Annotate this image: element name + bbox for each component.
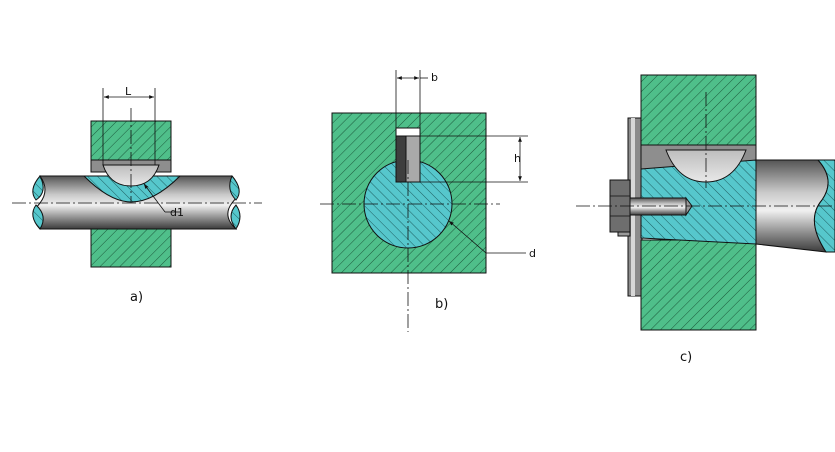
figure-a: L d1 a)	[12, 85, 262, 305]
figure-c: c)	[576, 74, 835, 365]
bolt-tip	[685, 196, 693, 217]
key-body-dark	[395, 135, 407, 183]
leader-d	[448, 220, 487, 254]
hub-lower-block	[640, 239, 757, 331]
figure-b: b h d b)	[320, 70, 536, 332]
shaft-left-end-section	[32, 175, 44, 230]
key-body-light	[405, 135, 421, 183]
dim-label-L: L	[125, 85, 132, 98]
caption-b: b)	[435, 297, 448, 312]
key-clearance	[395, 127, 421, 137]
diameter-label-d: d	[529, 247, 536, 260]
leader-d1	[143, 183, 166, 213]
caption-a: a)	[130, 290, 143, 305]
hub-upper-block	[640, 74, 757, 146]
caption-c: c)	[680, 350, 692, 365]
dim-label-h: h	[514, 152, 521, 165]
diameter-label-d1: d1	[170, 206, 184, 219]
shaft-right-end-section	[229, 175, 241, 230]
bolt-shank	[629, 197, 687, 216]
dim-label-b: b	[431, 71, 438, 84]
hub-lower-block	[90, 222, 172, 268]
